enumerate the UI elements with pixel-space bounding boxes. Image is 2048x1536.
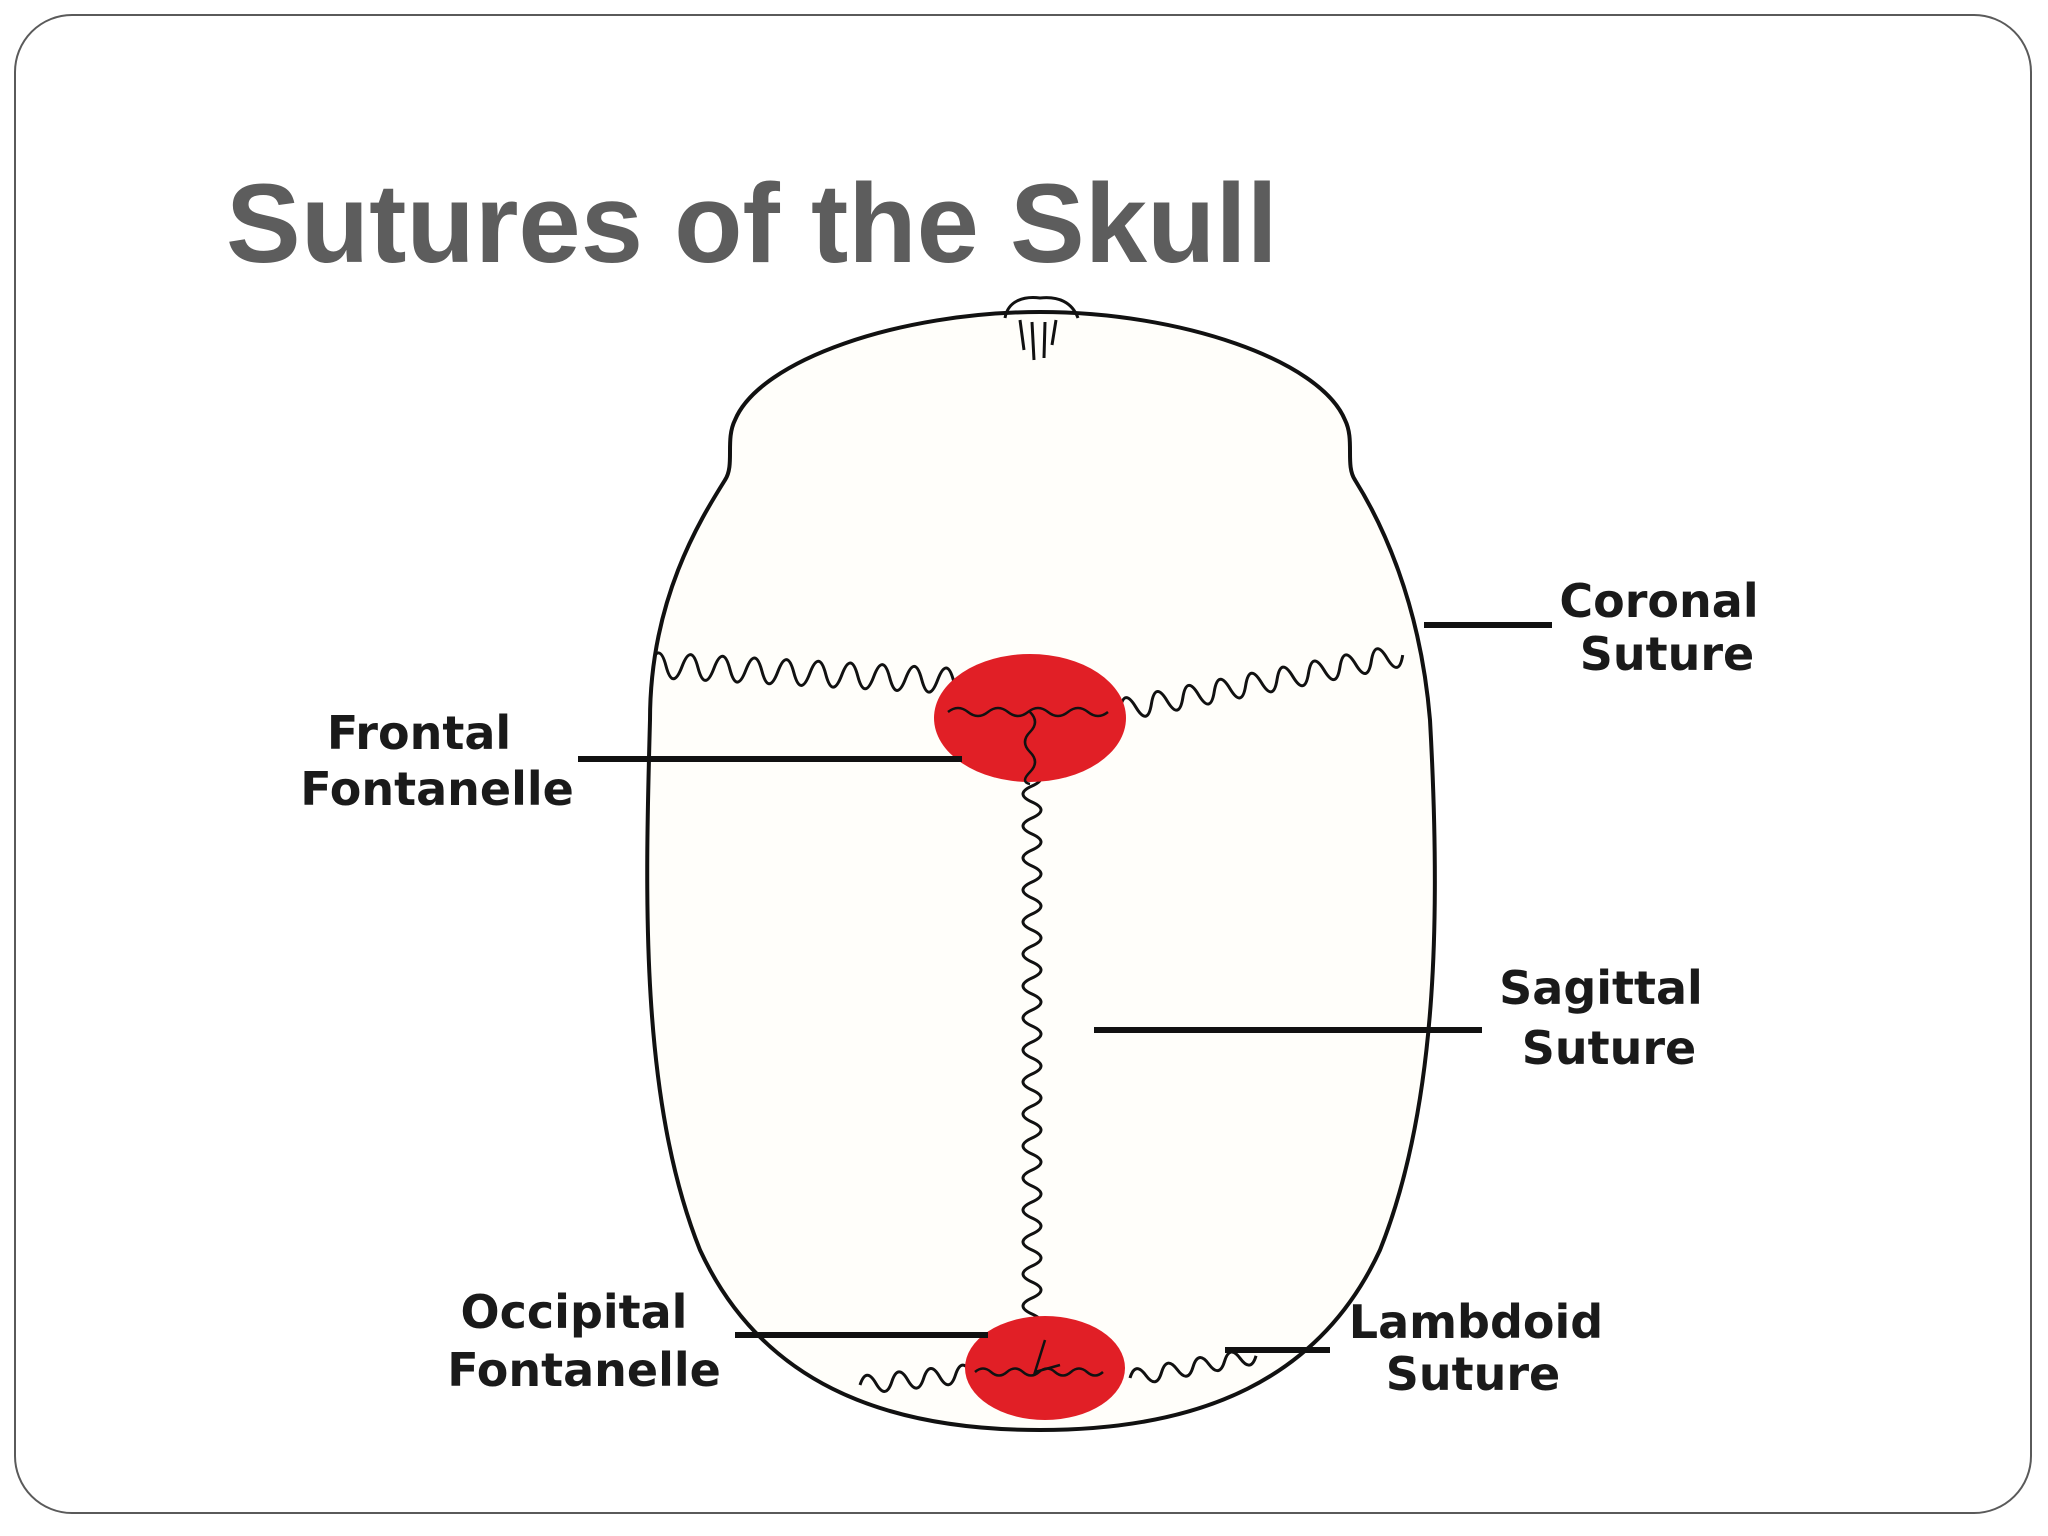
coronal-suture-label: Coronal Suture xyxy=(1559,574,1774,681)
leader-lines xyxy=(578,622,1552,1353)
occipital-fontanelle-label: Occipital Fontanelle xyxy=(447,1285,721,1397)
lambdoid-suture-label: Lambdoid Suture xyxy=(1349,1295,1619,1401)
nasal-notch xyxy=(1003,296,1080,361)
sagittal-suture-label: Sagittal Suture xyxy=(1499,961,1719,1075)
slide-title: Sutures of the Skull xyxy=(226,161,1278,286)
frontal-fontanelle-label: Frontal Fontanelle xyxy=(300,706,574,816)
frontal-fontanelle xyxy=(934,654,1126,782)
sagittal-suture xyxy=(1021,768,1043,1332)
coronal-suture xyxy=(648,647,1405,718)
